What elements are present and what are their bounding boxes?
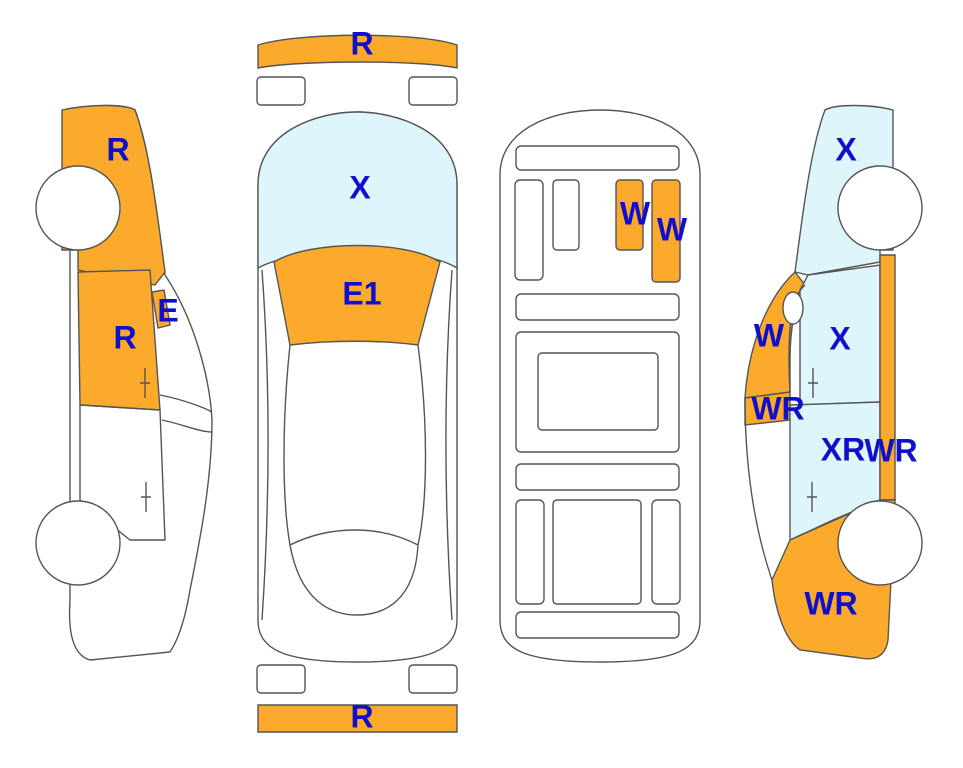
- interior-console: [552, 179, 580, 251]
- label-right-rear-door: X: [829, 320, 851, 356]
- interior-dash: [515, 145, 680, 171]
- top-view: [256, 34, 458, 733]
- label-seat-b: W: [657, 211, 688, 247]
- left-door-handle-rear: [141, 482, 151, 512]
- interior-rear-bench: [515, 463, 680, 491]
- label-bottom-bumper: R: [350, 698, 373, 734]
- damage-labels: R X E1 R R E R W W X W X WR XR WR WR: [106, 25, 917, 734]
- right-body-outline: [744, 397, 773, 581]
- interior-seat-b-panel[interactable]: [651, 179, 681, 283]
- left-rear-door-outline: [79, 404, 166, 541]
- label-left-window: E: [157, 292, 178, 328]
- left-rear-wheel: [35, 165, 121, 251]
- label-right-sill: WR: [864, 432, 917, 468]
- left-door-handle-front: [140, 368, 150, 398]
- rear-bumper-panel[interactable]: [257, 704, 458, 733]
- top-lamp-rear-left: [256, 664, 306, 694]
- top-cabin-lines: [261, 269, 453, 621]
- top-mirror-right: [408, 76, 458, 106]
- label-right-quarter: X: [835, 131, 857, 167]
- label-windshield: E1: [342, 275, 381, 311]
- interior-front-left-seat: [514, 179, 544, 281]
- interior-body-outline: [499, 109, 701, 663]
- right-mirror: [782, 291, 804, 325]
- label-right-front-window: WR: [751, 390, 804, 426]
- left-front-window-panel[interactable]: [151, 289, 171, 329]
- interior-rear-inner: [537, 352, 659, 431]
- right-front-wheel: [837, 500, 923, 586]
- interior-trunk-left: [515, 499, 545, 605]
- interior-bench: [515, 293, 680, 321]
- left-front-wheel: [35, 500, 121, 586]
- left-window-frame: [159, 394, 213, 433]
- interior-trunk-mid: [552, 499, 642, 605]
- top-mirror-left: [256, 76, 306, 106]
- top-lamp-rear-right: [408, 664, 458, 694]
- right-door-handle-rear: [808, 368, 818, 398]
- right-door-handle-front: [807, 482, 817, 512]
- interior-trunk-right: [651, 499, 681, 605]
- right-side-view: [744, 104, 923, 660]
- label-right-front-door: XR: [821, 431, 865, 467]
- interior-rear-shelf: [515, 611, 680, 639]
- label-seat-a: W: [620, 195, 651, 231]
- interior-seat-a-panel[interactable]: [615, 179, 644, 251]
- label-roof: X: [349, 169, 371, 205]
- label-right-rear-window: W: [754, 317, 785, 353]
- windshield-panel[interactable]: [273, 244, 441, 346]
- label-left-door: R: [113, 319, 136, 355]
- right-rear-wheel: [837, 165, 923, 251]
- interior-view: [499, 109, 701, 663]
- front-bumper-panel[interactable]: [257, 34, 458, 69]
- left-side-view: [35, 104, 213, 661]
- label-right-fender: WR: [804, 585, 857, 621]
- label-top-bumper: R: [350, 25, 373, 61]
- label-left-quarter: R: [106, 131, 129, 167]
